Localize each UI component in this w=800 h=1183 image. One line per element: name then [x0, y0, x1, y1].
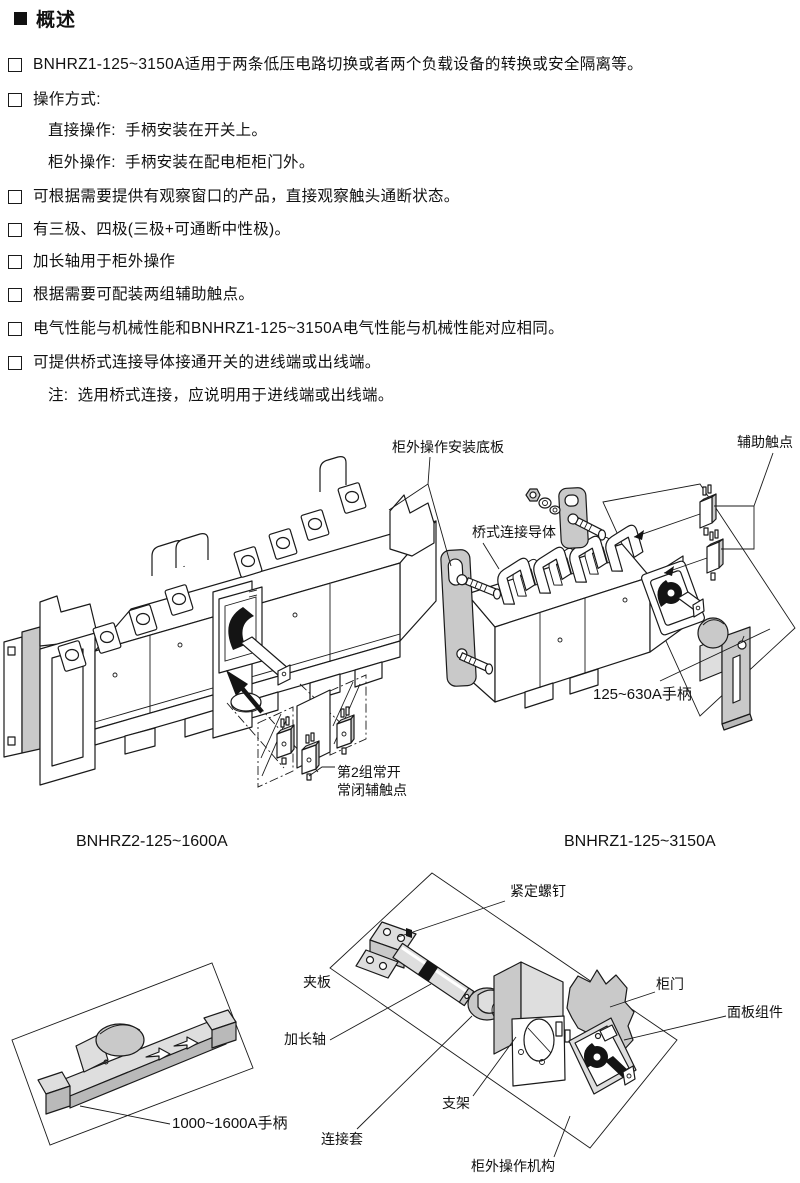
label-connect-sleeve: 连接套 — [321, 1131, 363, 1147]
checkbox-glyph — [8, 223, 22, 237]
bullet-item: 操作方式: — [8, 90, 101, 110]
checkbox-glyph — [8, 190, 22, 204]
checkbox-glyph — [8, 255, 22, 269]
label-aux-contact: 辅助触点 — [737, 434, 793, 450]
handle-125-630-drawing — [697, 617, 753, 731]
label-group2-line2: 常闭辅触点 — [337, 782, 407, 798]
bullet-text: 直接操作: 手柄安装在开关上。 — [48, 122, 268, 139]
label-clamp-plate: 夹板 — [303, 974, 331, 990]
section-square-icon — [14, 12, 27, 25]
label-handle-1000-1600: 1000~1600A手柄 — [172, 1115, 288, 1132]
label-group2-line1: 第2组常开 — [337, 764, 401, 780]
label-bridge-conductor: 桥式连接导体 — [472, 524, 556, 540]
label-outside-mount-plate: 柜外操作安装底板 — [392, 439, 504, 455]
microswitch — [276, 716, 295, 765]
checkbox-glyph — [8, 356, 22, 370]
bracket-part — [493, 961, 571, 1087]
page-title: 概述 — [36, 10, 77, 31]
bullet-text: 柜外操作: 手柄安装在配电柜柜门外。 — [48, 154, 315, 171]
checkbox-glyph — [8, 322, 22, 336]
bolt — [574, 517, 603, 537]
external-operator-drawing — [329, 872, 727, 1158]
label-set-screw: 紧定螺钉 — [510, 883, 566, 899]
microswitch — [336, 706, 355, 755]
aux-contact-box — [706, 529, 724, 581]
bullet-item: 注: 选用桥式连接，应说明用于进线端或出线端。 — [48, 386, 394, 406]
bullet-text: 根据需要可配装两组辅助触点。 — [33, 286, 255, 303]
bullet-text: 可根据需要提供有观察窗口的产品，直接观察触头通断状态。 — [33, 188, 460, 205]
bnhrz1-switch-drawing — [440, 452, 796, 717]
panel-assembly-part — [568, 1017, 637, 1095]
bullet-text: 注: 选用桥式连接，应说明用于进线端或出线端。 — [48, 387, 394, 404]
bullet-item: 加长轴用于柜外操作 — [8, 252, 175, 272]
bullet-item: 可提供桥式连接导体接通开关的进线端或出线端。 — [8, 353, 381, 373]
aux-contact-box — [699, 484, 717, 536]
microswitch — [301, 732, 320, 781]
label-handle-125-630: 125~630A手柄 — [593, 686, 692, 703]
extension-shaft-part — [392, 942, 475, 1007]
terminal-pads — [57, 482, 367, 672]
bullet-text: 加长轴用于柜外操作 — [33, 253, 176, 270]
bullet-item: 有三极、四极(三极+可通断中性极)。 — [8, 220, 290, 240]
bullet-item: 根据需要可配装两组辅助触点。 — [8, 285, 254, 305]
label-panel-assembly: 面板组件 — [727, 1004, 783, 1020]
bullet-item: 可根据需要提供有观察窗口的产品，直接观察触头通断状态。 — [8, 187, 460, 207]
label-caption-left: BNHRZ2-125~1600A — [76, 833, 228, 850]
bullet-text: 操作方式: — [33, 91, 101, 108]
label-bracket: 支架 — [442, 1095, 470, 1111]
bullet-text: 电气性能与机械性能和BNHRZ1-125~3150A电气性能与机械性能对应相同。 — [33, 320, 564, 337]
leader-lines-top — [388, 456, 771, 682]
aux-contact-assembly-drawing — [257, 674, 367, 788]
bullet-text: BNHRZ1-125~3150A适用于两条低压电路切换或者两个负载设备的转换或安… — [33, 56, 643, 73]
bullet-text: 可提供桥式连接导体接通开关的进线端或出线端。 — [33, 354, 381, 371]
section-title: 概述 — [14, 5, 76, 32]
checkbox-glyph — [8, 288, 22, 302]
technical-diagrams — [3, 452, 796, 1158]
label-outside-mechanism: 柜外操作机构 — [471, 1158, 555, 1174]
label-cabinet-door: 柜门 — [656, 976, 684, 992]
checkbox-glyph — [8, 58, 22, 72]
bullet-item: 柜外操作: 手柄安装在配电柜柜门外。 — [48, 153, 315, 173]
bridge-conductors — [497, 524, 644, 605]
checkbox-glyph — [8, 93, 22, 107]
bullet-item: 直接操作: 手柄安装在开关上。 — [48, 121, 267, 141]
bullet-item: 电气性能与机械性能和BNHRZ1-125~3150A电气性能与机械性能对应相同。 — [8, 319, 564, 339]
label-extension-shaft: 加长轴 — [284, 1031, 326, 1047]
bullet-item: BNHRZ1-125~3150A适用于两条低压电路切换或者两个负载设备的转换或安… — [8, 55, 643, 75]
bullet-text: 有三极、四极(三极+可通断中性极)。 — [33, 221, 291, 238]
bnhrz2-switch-drawing — [3, 456, 437, 786]
leader-lines-bottom — [329, 900, 727, 1158]
handle-1000-1600-drawing — [11, 962, 254, 1146]
label-caption-right: BNHRZ1-125~3150A — [564, 833, 716, 850]
